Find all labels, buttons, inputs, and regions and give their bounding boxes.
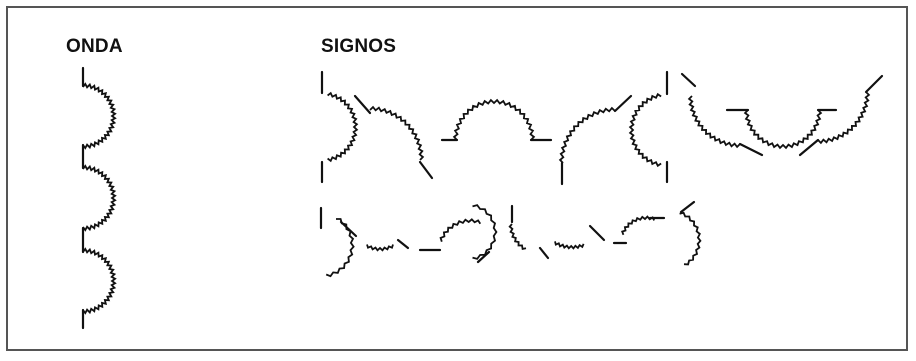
onda-heading: ONDA <box>66 36 123 57</box>
signos-heading: SIGNOS <box>321 36 397 57</box>
wave-arc <box>82 164 117 232</box>
sign-arc <box>508 223 527 250</box>
sign-arc <box>369 105 425 161</box>
sign-stem <box>588 224 606 242</box>
sign-arc <box>679 211 702 266</box>
sign-arc <box>621 215 655 236</box>
sign-stem <box>418 160 434 180</box>
sign-arc <box>817 91 871 145</box>
sign-stem <box>679 200 696 214</box>
sign-stem <box>798 138 820 157</box>
sign-arc <box>439 218 482 242</box>
diagram-frame <box>6 6 908 351</box>
sign-stem <box>339 220 358 238</box>
onda-wave-icon <box>81 66 117 330</box>
sign-stem <box>864 74 884 94</box>
sign-arc <box>558 106 616 164</box>
sign-stem <box>476 250 491 264</box>
sign-arc <box>554 241 585 250</box>
sign-arc <box>325 218 355 278</box>
sign-stem <box>680 72 697 88</box>
sign-arc <box>687 95 741 149</box>
sign-arc <box>366 244 394 252</box>
sign-arc <box>327 91 359 163</box>
signos-icon-group <box>319 70 884 278</box>
sign-arc <box>452 98 536 141</box>
sign-stem <box>396 238 410 250</box>
sign-stem <box>613 94 633 113</box>
sign-arc <box>472 204 498 260</box>
wave-arc <box>82 247 117 315</box>
sign-stem <box>738 142 764 157</box>
sign-stem <box>538 246 550 260</box>
wave-arc <box>82 82 117 150</box>
sign-arc <box>628 92 662 168</box>
sign-stem <box>353 94 372 115</box>
sign-arc <box>743 109 823 150</box>
